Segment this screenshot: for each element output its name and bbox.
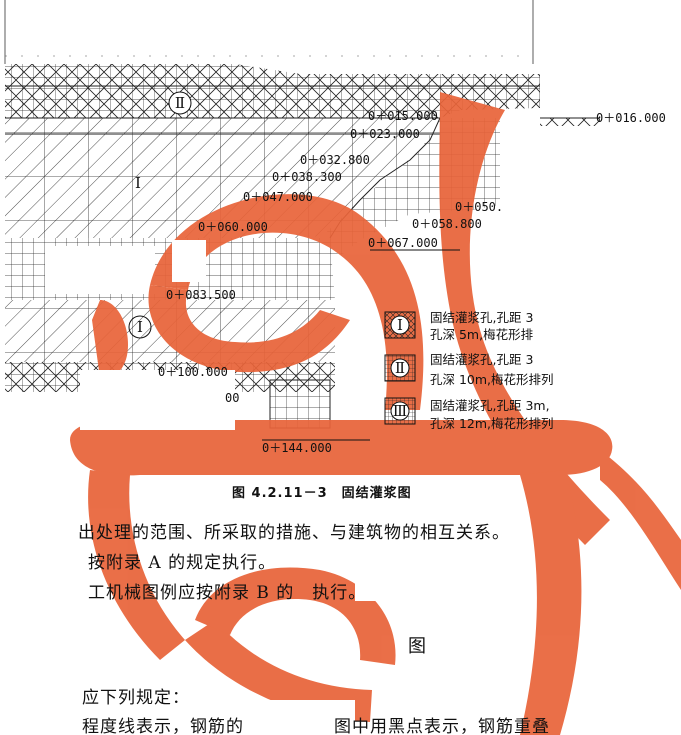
station-060: 0＋060.000 [198, 220, 268, 234]
station-015: 0＋015.000 [368, 109, 438, 123]
section-heading: 图 [408, 636, 426, 657]
figure-caption: 图 4.2.11－3 固结灌浆图 [232, 486, 412, 501]
ground-line [540, 117, 600, 126]
legend-symbol-1: Ⅰ [397, 316, 403, 334]
station-067: 0＋067.000 [368, 236, 438, 250]
station-050: 0＋050. [455, 200, 503, 214]
legend-symbol-3: Ⅲ [393, 402, 407, 420]
legend-text-3b: 孔深 12m,梅花形排列 [430, 416, 554, 431]
station-0383: 0＋038.300 [272, 170, 342, 184]
station-047: 0＋047.000 [243, 190, 313, 204]
legend-text-2b: 孔深 10m,梅花形排列 [430, 372, 554, 387]
legend-text-2a: 固结灌浆孔,孔距 3 [430, 352, 533, 367]
station-0328: 0＋032.800 [300, 153, 370, 167]
legend-text-1a: 固结灌浆孔,孔距 3 [430, 310, 533, 325]
legend-symbol-2: Ⅱ [395, 359, 405, 377]
zone-label-1-upper: Ⅰ [135, 174, 141, 192]
zone-two-band [5, 64, 540, 119]
zone-label-2: Ⅱ [175, 94, 185, 112]
body-line-4: 应下列规定： [82, 688, 190, 708]
zone-label-1-lower: Ⅰ [137, 318, 143, 336]
station-fragment: 00 [225, 391, 239, 405]
legend-text-1b: 孔深 5m,梅花形排 [430, 327, 534, 342]
body-line-2: 按附录 A 的规定执行。 [88, 553, 277, 573]
legend-text-3a: 固结灌浆孔,孔距 3m, [430, 398, 550, 413]
watermark [70, 92, 681, 735]
station-144: 0＋144.000 [262, 441, 332, 455]
station-0835: 0＋083.500 [166, 288, 236, 302]
legend: Ⅰ 固结灌浆孔,孔距 3 孔深 5m,梅花形排 Ⅱ 固结灌浆孔,孔距 3 孔深 … [384, 310, 554, 431]
body-line-5: 程度线表示，钢筋的 图中用黑点表示，钢筋重叠 [82, 717, 550, 735]
body-line-1: 出处理的范围、所采取的措施、与建筑物的相互关系。 [78, 523, 510, 543]
mask-blocks [80, 128, 625, 735]
station-016: 0＋016.000 [596, 111, 666, 125]
zone-labels: Ⅱ Ⅰ Ⅰ [128, 91, 192, 339]
station-labels: 0＋015.000 0＋023.000 0＋032.800 0＋038.300 … [158, 109, 666, 455]
body-line-3: 工机械图例应按附录 B 的 执行。 [88, 583, 367, 603]
station-023: 0＋023.000 [350, 127, 420, 141]
station-100: 0＋100.000 [158, 365, 228, 379]
station-0588: 0＋058.800 [412, 217, 482, 231]
top-strip [4, 0, 534, 64]
